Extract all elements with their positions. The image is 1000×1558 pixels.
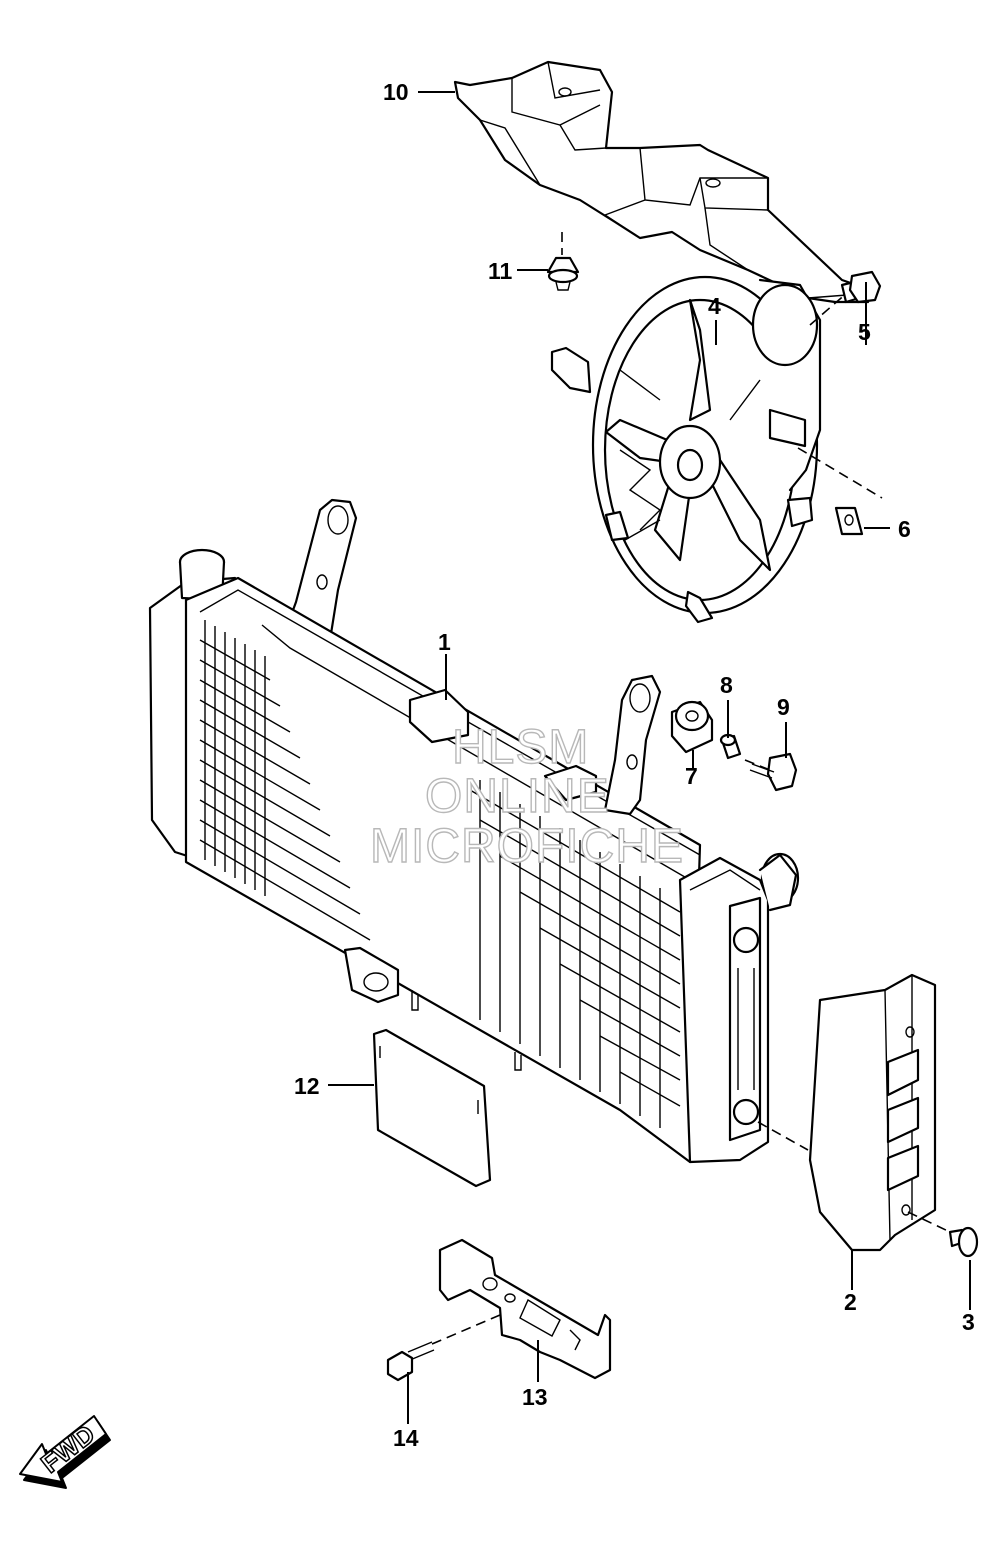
callout-1: 1 <box>438 629 451 655</box>
fwd-arrow-icon: FWD <box>19 1415 111 1489</box>
part-9-bolt <box>744 752 798 792</box>
watermark-line-1: HLSM <box>452 721 589 774</box>
watermark: HLSM ONLINE MICROFICHE <box>369 720 684 873</box>
callout-12: 12 <box>294 1073 320 1099</box>
callout-11: 11 <box>488 258 513 284</box>
radiator-core-right <box>469 780 681 1128</box>
part-12-plate <box>372 1028 492 1188</box>
callout-4: 4 <box>708 293 721 319</box>
watermark-line-2: ONLINE <box>425 770 610 823</box>
callout-10: 10 <box>383 79 409 105</box>
callout-5: 5 <box>858 319 871 345</box>
watermark-line-3: MICROFICHE <box>370 820 684 873</box>
radiator-core-left <box>199 620 371 941</box>
callout-2: 2 <box>844 1289 857 1315</box>
part-2-side-guard <box>808 973 937 1252</box>
part-14-bolt <box>386 1314 501 1382</box>
callout-labels: 10 11 4 5 6 1 8 9 7 12 2 3 13 14 <box>294 79 975 1451</box>
part-10-shroud <box>453 60 870 304</box>
callout-8: 8 <box>720 672 733 698</box>
part-8-collar <box>719 733 742 760</box>
callout-7: 7 <box>685 763 698 789</box>
part-13-bracket <box>438 1238 612 1380</box>
part-3-screw <box>907 1211 979 1258</box>
part-7-grommet <box>670 700 714 754</box>
part-11-clip <box>546 232 580 291</box>
callout-14: 14 <box>393 1425 419 1451</box>
leader-lines <box>328 91 971 1424</box>
part-4-cooling-fan <box>550 275 883 624</box>
callout-3: 3 <box>962 1309 975 1335</box>
callout-9: 9 <box>777 694 790 720</box>
part-5-bolt <box>840 270 882 304</box>
callout-6: 6 <box>898 516 911 542</box>
part-6-nut <box>834 506 864 536</box>
part-1-radiator <box>148 498 809 1164</box>
callout-13: 13 <box>522 1384 548 1410</box>
